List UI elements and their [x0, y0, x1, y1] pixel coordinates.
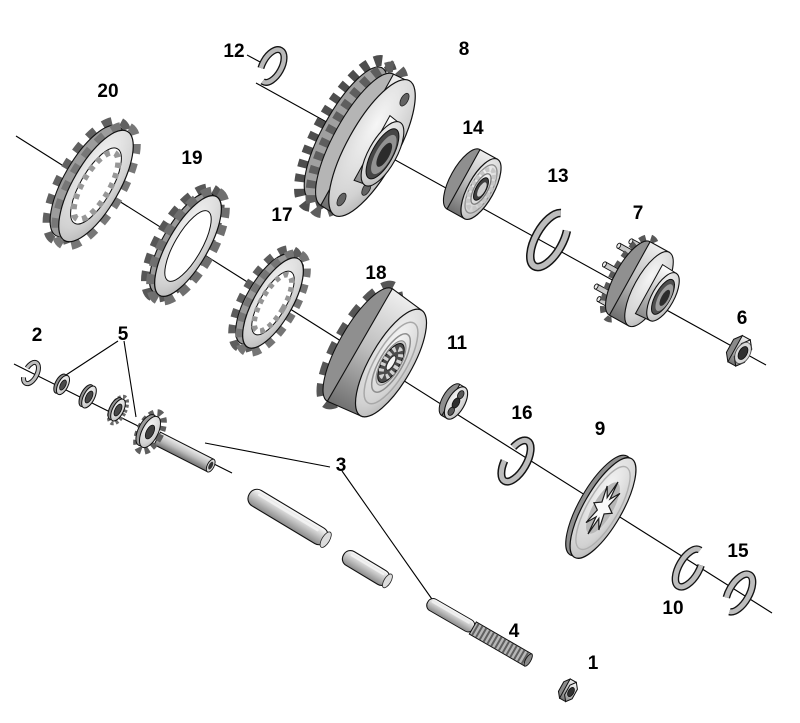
part-label-18: 18: [365, 263, 386, 284]
part-label-15: 15: [727, 541, 749, 562]
part-19-toothed-washer: [140, 183, 230, 306]
part-label-14: 14: [462, 118, 484, 139]
part-label-6: 6: [737, 308, 748, 329]
part-18-clutch-drum: [316, 280, 428, 418]
part-label-12: 12: [223, 41, 244, 62]
leader-line-12: [246, 54, 263, 64]
part-5-washer-1: [53, 373, 71, 396]
part-14-bearing: [442, 148, 502, 220]
part-label-8: 8: [459, 39, 470, 60]
part-label-19: 19: [181, 148, 202, 169]
part-3-pin-long: [247, 488, 332, 548]
part-5-washer-3: [106, 394, 130, 426]
part-label-20: 20: [97, 81, 118, 102]
part-10-snap-ring: [671, 545, 707, 591]
leader-line-3b: [341, 470, 435, 603]
leader-line-3a: [204, 442, 331, 468]
leader-line-5b: [123, 340, 137, 418]
part-label-5: 5: [118, 324, 129, 345]
part-5-washer-2: [78, 384, 97, 409]
part-label-10: 10: [662, 598, 683, 619]
part-label-16: 16: [511, 403, 532, 424]
part-9-spring-disc: [565, 454, 637, 559]
part-label-4: 4: [509, 621, 520, 642]
part-11-retainer-plate: [438, 383, 469, 420]
part-5-sleeve: [153, 431, 216, 473]
part-label-13: 13: [547, 166, 568, 187]
part-17-splined-ring: [228, 245, 311, 357]
part-12-snap-ring: [256, 46, 288, 86]
part-label-9: 9: [595, 419, 606, 440]
part-label-2: 2: [32, 325, 43, 346]
part-label-1: 1: [588, 653, 599, 674]
part-7-clutch-hub: [593, 234, 680, 328]
part-label-11: 11: [447, 333, 468, 354]
part-3-pin-short: [341, 549, 393, 589]
part-2-retaining-clip: [21, 359, 41, 387]
part-16-snap-ring: [497, 436, 535, 486]
part-15-snap-ring: [721, 570, 757, 616]
part-label-17: 17: [271, 205, 292, 226]
part-20-splined-ring: [42, 116, 141, 251]
part-1-hex-nut: [557, 678, 578, 703]
leader-line-5a: [65, 340, 119, 376]
part-4-threaded-stud: [426, 598, 533, 667]
part-label-7: 7: [633, 203, 644, 224]
part-13-snap-ring: [526, 208, 572, 272]
part-6-hub-nut: [725, 334, 753, 367]
part-label-3: 3: [336, 455, 347, 476]
part-5-spacer-gear: [133, 409, 167, 455]
part-8-clutch-sprocket: [294, 55, 416, 219]
